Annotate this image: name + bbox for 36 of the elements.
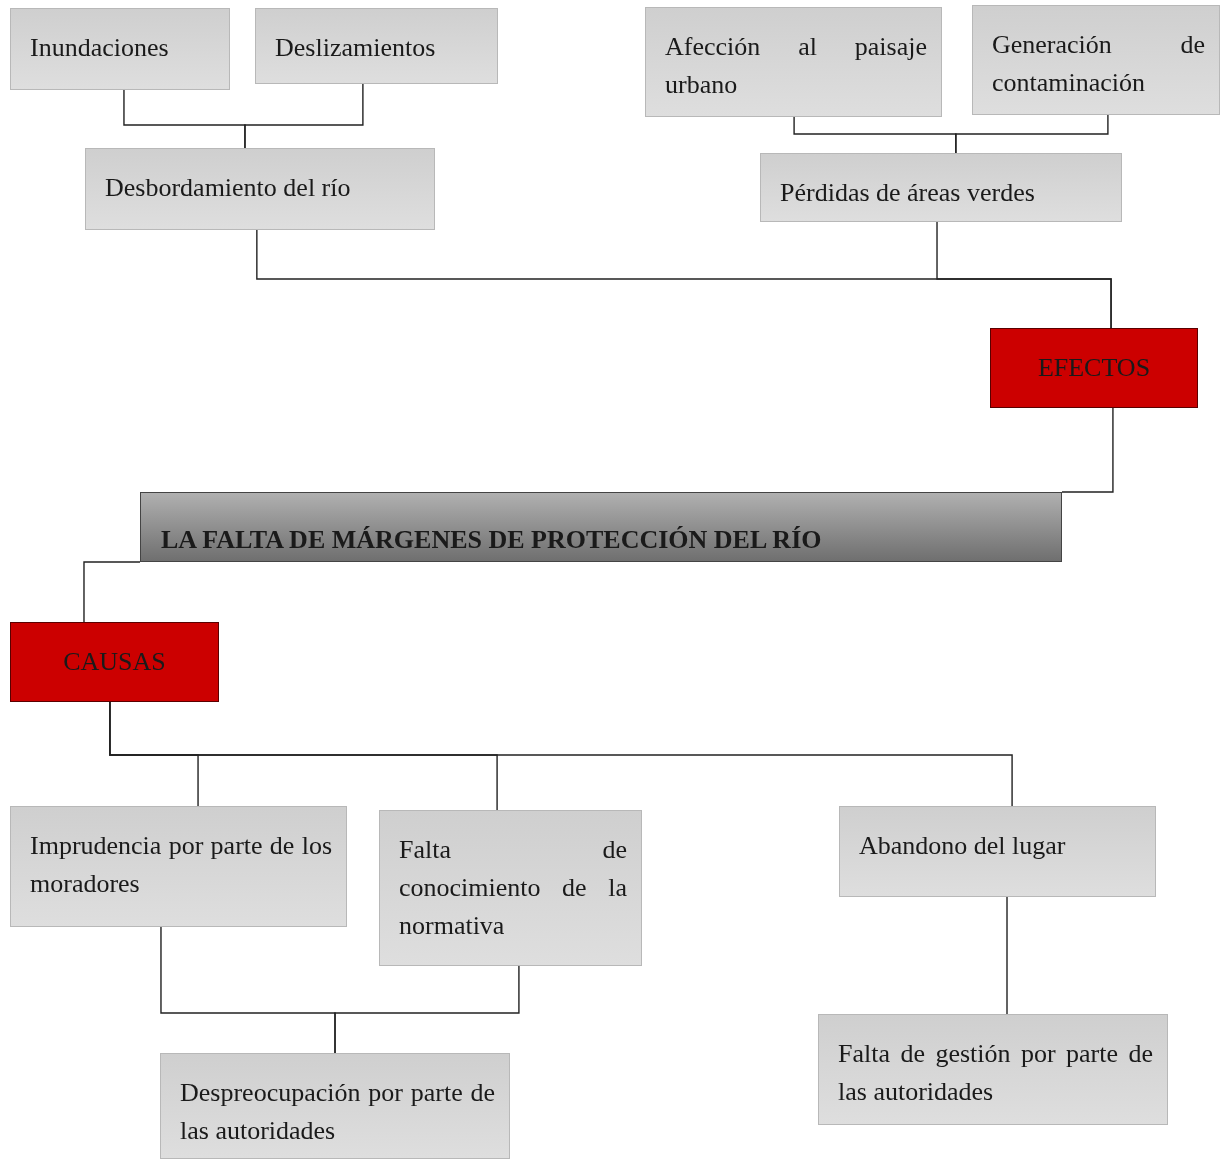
node-text: Deslizamientos <box>275 32 437 64</box>
connector-line <box>1006 896 1008 1015</box>
connector-line <box>334 965 520 1054</box>
node-text: Afección al paisaje urbano <box>665 31 927 101</box>
node-text: Inundaciones <box>30 32 170 64</box>
concept-box <box>972 5 1220 115</box>
node-text: Abandono del lugar <box>859 830 1067 862</box>
section-header-box <box>990 328 1198 408</box>
concept-box <box>818 1014 1168 1125</box>
concept-box <box>379 810 642 966</box>
connector-line <box>109 701 1013 807</box>
node-text: Falta de gestión por parte de las autoridades <box>838 1038 1153 1108</box>
connector-line <box>244 83 364 149</box>
node-text: Falta de conocimiento de la normativa <box>399 834 627 942</box>
connector-line <box>955 114 1109 154</box>
node-text: Pérdidas de áreas verdes <box>780 177 1036 209</box>
node-text: Despreocupación por parte de las autoridades <box>180 1077 495 1147</box>
connector-line <box>1061 407 1114 493</box>
concept-box <box>255 8 498 84</box>
node-text: CAUSAS <box>63 646 166 678</box>
node-text: Desbordamiento del río <box>105 172 352 204</box>
node-text: Generación de contaminación <box>992 29 1205 99</box>
concept-box <box>160 1053 510 1159</box>
concept-box <box>645 7 942 117</box>
node-text: Imprudencia por parte de los moradores <box>30 830 332 900</box>
concept-box <box>85 148 435 230</box>
node-text: EFECTOS <box>1037 352 1151 384</box>
concept-box <box>839 806 1156 897</box>
connector-line <box>936 221 1112 329</box>
problem-box <box>140 492 1062 562</box>
concept-box <box>10 8 230 90</box>
connector-line <box>83 561 141 623</box>
section-header-box <box>10 622 219 702</box>
concept-box <box>760 153 1122 222</box>
concept-box <box>10 806 347 927</box>
node-text: LA FALTA DE MÁRGENES DE PROTECCIÓN DEL RÍO <box>161 524 823 556</box>
